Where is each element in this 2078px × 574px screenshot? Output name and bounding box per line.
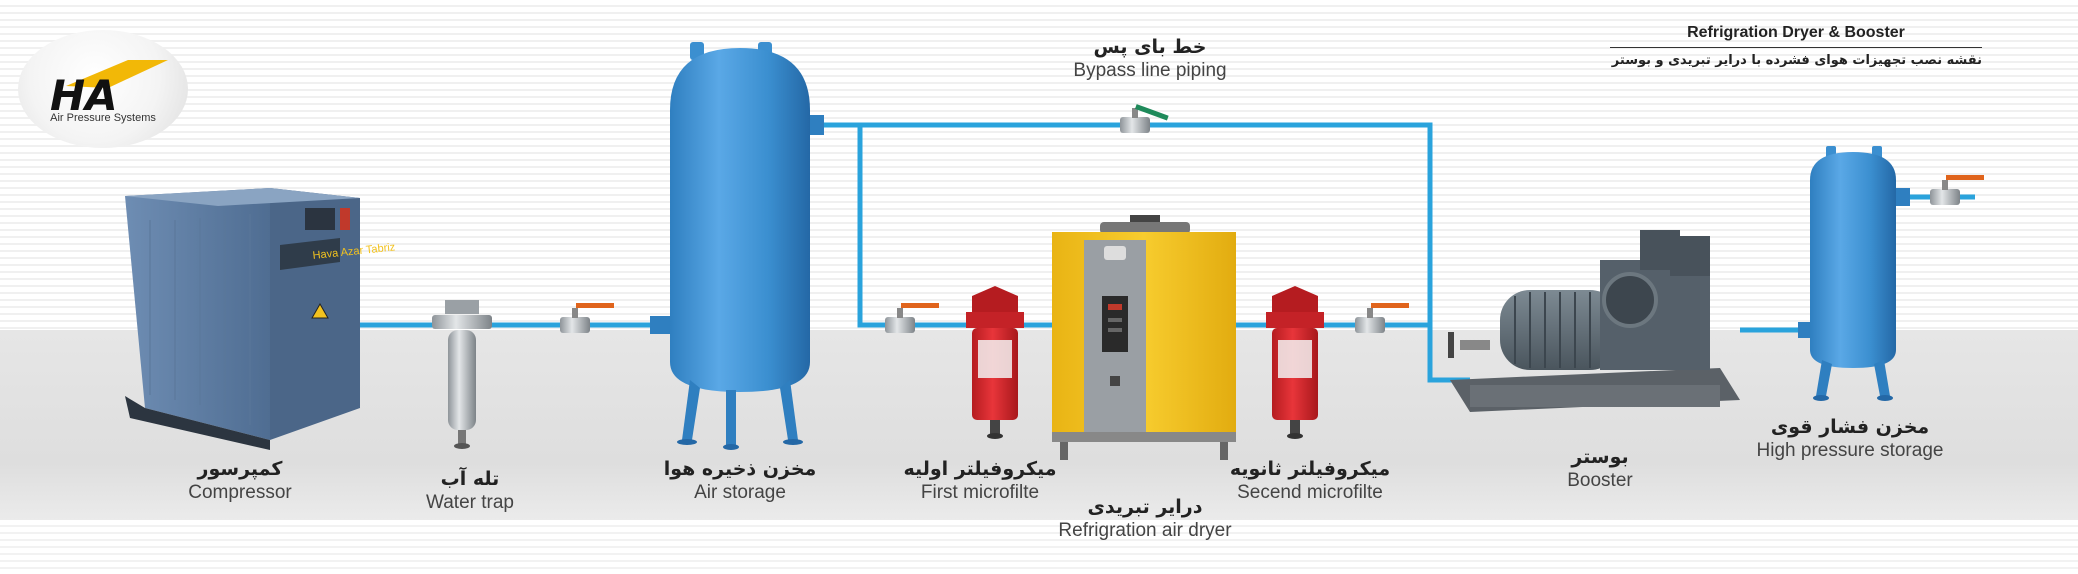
air-storage-label-en: Air storage xyxy=(694,482,786,503)
compressor-unit xyxy=(125,188,360,450)
logo-tagline: Air Pressure Systems xyxy=(50,112,156,124)
bypass-label-en: Bypass line piping xyxy=(1073,60,1227,81)
pipe-storage-filter1 xyxy=(810,122,1060,328)
ball-valve-4 xyxy=(1930,175,1984,205)
air-storage-label: مخزن ذخیره هوا Air storage xyxy=(640,458,840,504)
booster-label-fa: بوستر xyxy=(1571,446,1629,468)
compressor-label: کمپرسور Compressor xyxy=(140,458,340,504)
second-microfilter-unit xyxy=(1266,286,1324,439)
floor-edge xyxy=(0,520,2078,574)
ball-valve-3 xyxy=(1355,303,1409,333)
first-microfilter-label-en: First microfilte xyxy=(920,482,1040,503)
refrigeration-dryer-label-en: Refrigration air dryer xyxy=(1058,520,1232,541)
refrigeration-dryer-unit xyxy=(1052,215,1236,460)
second-microfilter-label-fa: میکروفیلتر ثانویه xyxy=(1229,458,1391,480)
water-trap-label-fa: تله آب xyxy=(440,468,500,490)
high-pressure-storage-label-fa: مخزن فشار قوی xyxy=(1770,416,1930,438)
logo-mark: HA xyxy=(50,71,118,120)
ball-valve-1 xyxy=(560,303,614,333)
logo-emblem: HA xyxy=(50,60,168,120)
title-divider xyxy=(1610,47,1982,48)
second-microfilter-label-en: Secend microfilte xyxy=(1237,482,1383,503)
high-pressure-storage-label: مخزن فشار قوی High pressure storage xyxy=(1740,416,1960,462)
first-microfilter-unit xyxy=(966,286,1024,439)
title-english: Refrigration Dryer & Booster xyxy=(1687,24,1905,41)
ball-valve-2 xyxy=(885,303,939,333)
title-persian: نقشه نصب تجهیزات هوای فشرده با درایر تبر… xyxy=(1611,53,1982,68)
water-trap-label: تله آب Water trap xyxy=(390,468,550,514)
diagram-title: Refrigration Dryer & Booster نقشه نصب تج… xyxy=(1610,24,1982,68)
first-microfilter-label-fa: میکروفیلتر اولیه xyxy=(903,458,1057,480)
bypass-valve xyxy=(1120,104,1169,133)
water-trap-unit xyxy=(432,300,492,449)
compressor-label-fa: کمپرسور xyxy=(197,458,283,480)
first-microfilter-label: میکروفیلتر اولیه First microfilte xyxy=(870,458,1090,504)
air-storage-tank xyxy=(650,42,824,450)
bypass-label: خط بای پس Bypass line piping xyxy=(1040,36,1260,82)
refrigeration-dryer-label: درایر تبریدی Refrigration air dryer xyxy=(1030,496,1260,542)
company-logo: HA Air Pressure Systems xyxy=(18,30,188,148)
refrigeration-dryer-label-fa: درایر تبریدی xyxy=(1087,496,1203,518)
booster-label-en: Booster xyxy=(1567,470,1633,491)
booster-unit xyxy=(1448,230,1740,412)
compressor-label-en: Compressor xyxy=(188,482,292,503)
second-microfilter-label: میکروفیلتر ثانویه Secend microfilte xyxy=(1200,458,1420,504)
booster-label: بوستر Booster xyxy=(1520,446,1680,492)
high-pressure-storage-label-en: High pressure storage xyxy=(1756,440,1944,461)
air-storage-label-fa: مخزن ذخیره هوا xyxy=(663,458,817,480)
water-trap-label-en: Water trap xyxy=(426,492,514,513)
high-pressure-storage-tank xyxy=(1798,146,1910,401)
bypass-label-fa: خط بای پس xyxy=(1093,36,1207,58)
